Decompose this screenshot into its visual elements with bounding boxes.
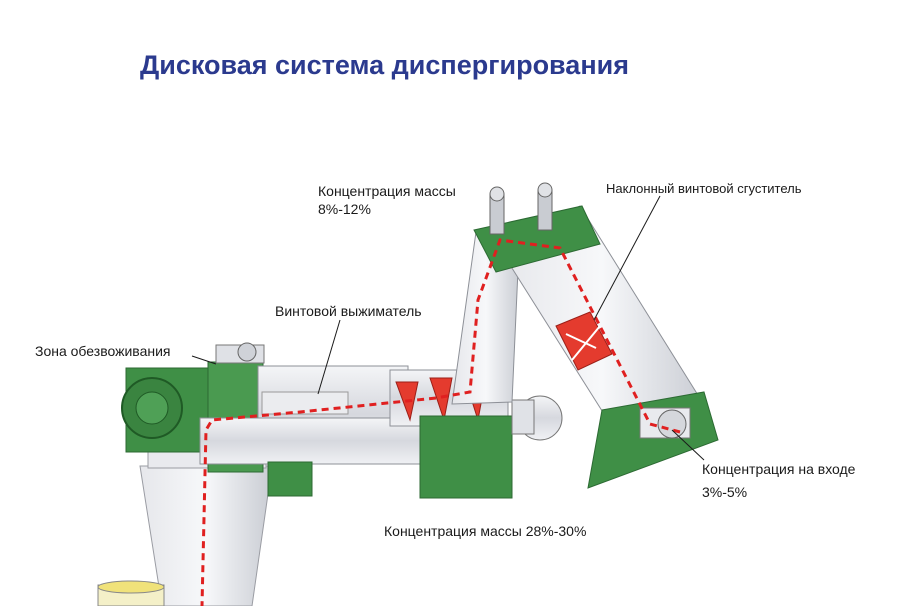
page-title: Дисковая система диспергирования <box>140 50 629 80</box>
label-dewatering-zone: Зона обезвоживания <box>35 343 171 359</box>
label-concentration-inlet-line1: Концентрация на входе <box>702 461 856 477</box>
flow-path-line <box>200 238 681 606</box>
collection-container <box>97 580 165 606</box>
label-concentration-top-line2: 8%-12% <box>318 201 371 217</box>
label-screw-press: Винтовой выжиматель <box>275 303 422 319</box>
label-concentration-inlet-line2: 3%-5% <box>702 484 748 500</box>
press-support-frame <box>267 395 563 499</box>
label-inclined-thickener: Наклонный винтовой сгуститель <box>606 181 802 196</box>
callout-lines <box>191 195 705 461</box>
screw-press-barrel <box>199 365 421 465</box>
label-concentration-top-line1: Концентрация массы <box>318 183 456 199</box>
label-concentration-bottom: Концентрация массы 28%-30% <box>384 523 587 539</box>
